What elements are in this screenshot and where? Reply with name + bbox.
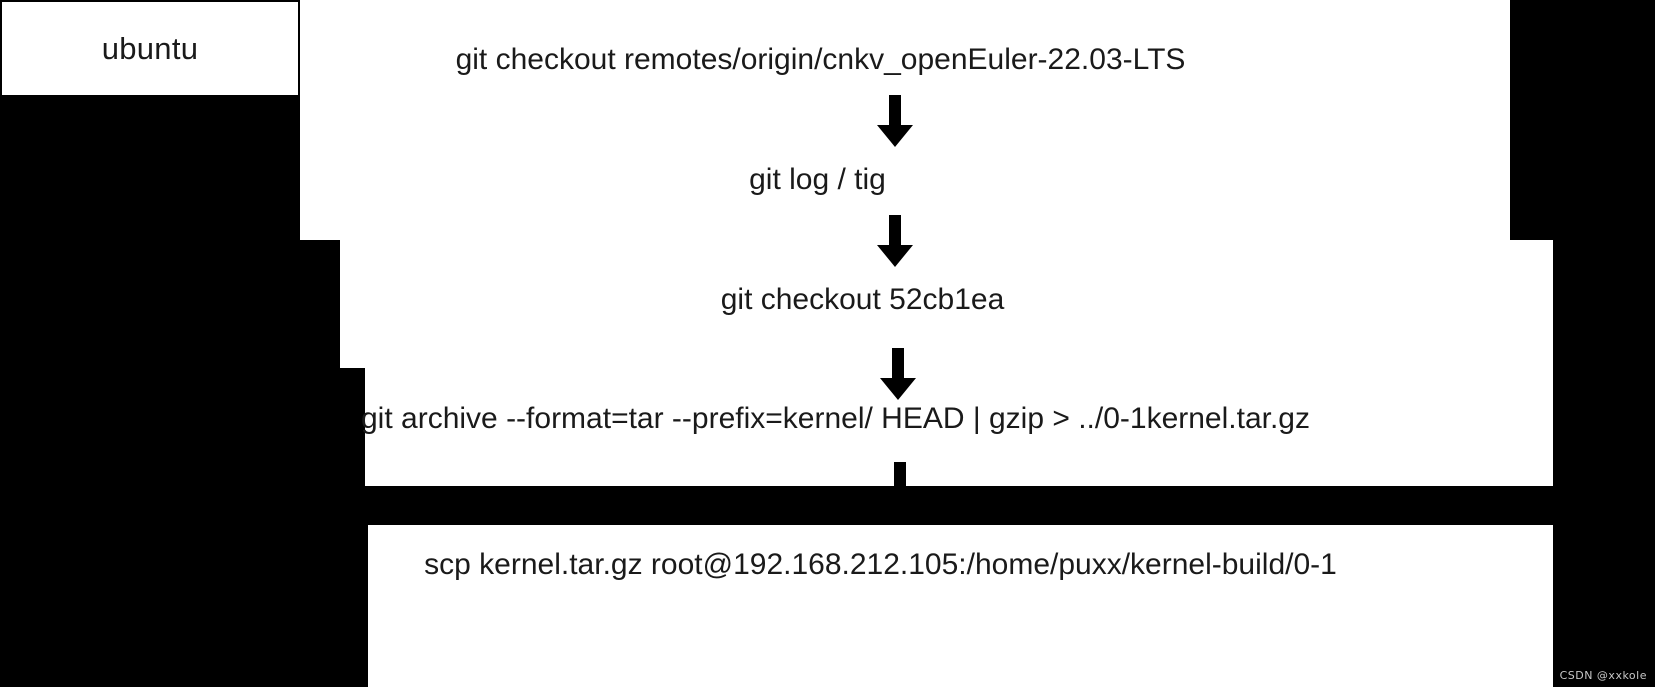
canvas-block-bottom bbox=[368, 525, 1553, 687]
flow-step-2-label: git log / tig bbox=[749, 163, 886, 196]
canvas-block-mid bbox=[340, 240, 1553, 368]
flow-step-1-label: git checkout remotes/origin/cnkv_openEul… bbox=[455, 43, 1186, 76]
canvas-block-upper bbox=[300, 0, 1510, 240]
arrow-down-icon bbox=[875, 215, 915, 267]
ubuntu-label: ubuntu bbox=[101, 30, 199, 66]
ubuntu-label-box: ubuntu bbox=[0, 0, 300, 97]
flow-step-git-checkout-remote: git checkout remotes/origin/cnkv_openEul… bbox=[0, 45, 1655, 75]
flow-step-4-label: git archive --format=tar --prefix=kernel… bbox=[361, 402, 1310, 435]
canvas-block-archive bbox=[365, 368, 1553, 486]
flow-step-git-log-tig: git log / tig bbox=[0, 165, 1655, 195]
watermark: CSDN @xxkole bbox=[1559, 669, 1647, 682]
flow-step-git-checkout-commit: git checkout 52cb1ea bbox=[0, 285, 1655, 315]
arrow-down-icon bbox=[878, 348, 918, 400]
flow-step-scp-transfer: scp kernel.tar.gz root@192.168.212.105:/… bbox=[0, 550, 1655, 580]
arrow-down-icon bbox=[880, 462, 920, 514]
flow-step-5-label: scp kernel.tar.gz root@192.168.212.105:/… bbox=[424, 548, 1337, 581]
flow-step-git-archive: git archive --format=tar --prefix=kernel… bbox=[0, 404, 1655, 434]
arrow-down-icon bbox=[875, 95, 915, 147]
flow-step-3-label: git checkout 52cb1ea bbox=[720, 283, 1005, 316]
